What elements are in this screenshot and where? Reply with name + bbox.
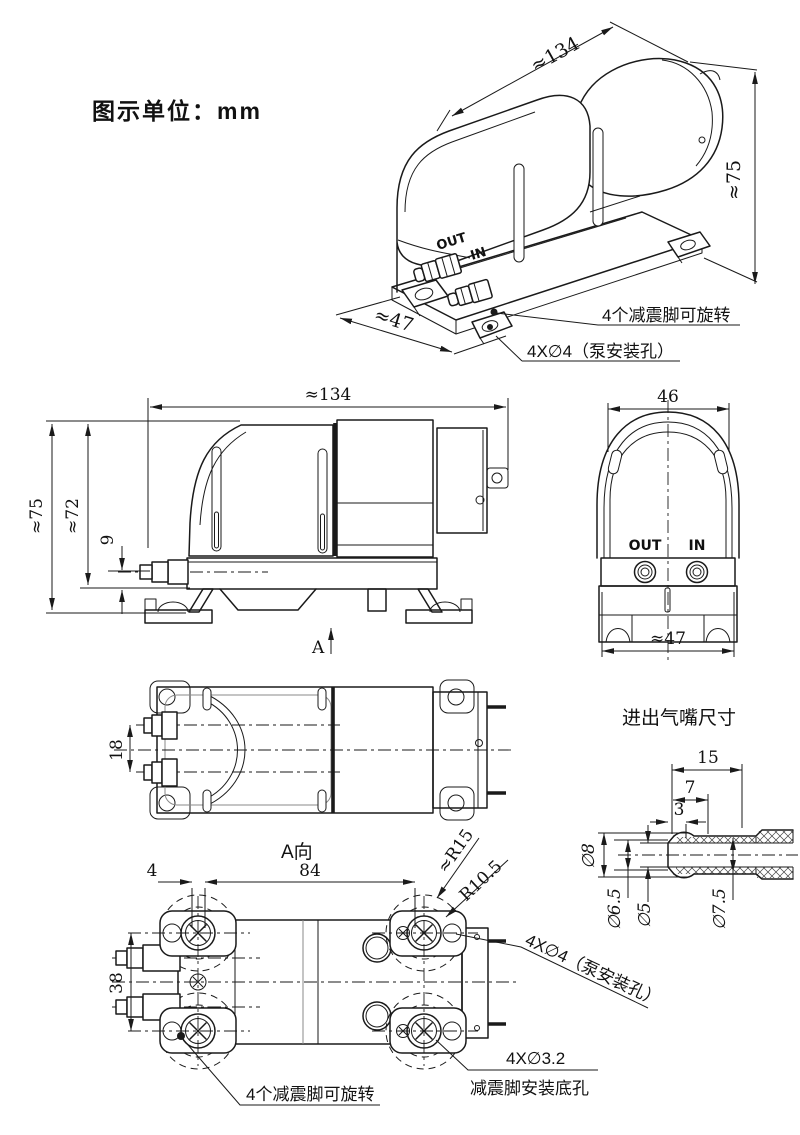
- svg-text:9: 9: [98, 535, 118, 546]
- iso-note-mount-holes: 4X∅4（泵安装孔）: [495, 335, 680, 362]
- side-feet: [144, 588, 473, 624]
- leader-anchor-dot: [490, 308, 498, 316]
- front-out-label: OUT: [629, 538, 662, 554]
- side-dim-height-total: ≈75: [27, 420, 240, 614]
- iso-dim-height: ≈75: [689, 61, 758, 284]
- svg-text:4: 4: [147, 861, 158, 881]
- nozzle-detail: 进出气嘴尺寸 15 7: [579, 707, 798, 930]
- svg-text:≈75: ≈75: [723, 160, 745, 200]
- nozzle-dia-outer: ∅8: [579, 832, 688, 878]
- svg-text:∅7.5: ∅7.5: [710, 888, 730, 930]
- side-body: [186, 419, 509, 590]
- nozzle-dim-mid: 7: [673, 778, 709, 834]
- side-section-mark: A: [311, 628, 334, 658]
- nozzle-dia-base: ∅7.5: [710, 838, 736, 930]
- svg-text:3: 3: [674, 800, 685, 820]
- svg-text:∅8: ∅8: [579, 843, 599, 869]
- nozzle-dia-bore: ∅5: [635, 825, 668, 928]
- svg-text:4个减震脚可旋转: 4个减震脚可旋转: [246, 1085, 374, 1104]
- front-view: OUT IN 46: [596, 387, 740, 662]
- svg-text:≈47: ≈47: [650, 629, 686, 649]
- top-dim-port-spacing: 18: [107, 725, 133, 772]
- svg-text:4X∅3.2: 4X∅3.2: [506, 1049, 565, 1068]
- side-nozzle: [118, 559, 268, 585]
- svg-text:38: 38: [107, 972, 127, 994]
- front-dim-bottom: ≈47: [601, 592, 735, 657]
- svg-text:∅5: ∅5: [635, 902, 655, 928]
- svg-text:∅6.5: ∅6.5: [605, 888, 625, 930]
- svg-text:A: A: [311, 638, 325, 658]
- side-dim-length: ≈134: [147, 385, 509, 548]
- out-port: [633, 560, 657, 584]
- svg-text:≈72: ≈72: [63, 498, 83, 534]
- front-dome: [596, 411, 740, 559]
- nozzle-detail-title: 进出气嘴尺寸: [622, 707, 736, 729]
- nozzle-dia-tip: ∅6.5: [605, 839, 668, 930]
- svg-text:4X∅4（泵安装孔）: 4X∅4（泵安装孔）: [522, 930, 663, 1009]
- nozzle-dim-length: 15: [671, 748, 743, 834]
- front-base: [598, 585, 738, 643]
- svg-text:84: 84: [299, 861, 321, 881]
- bottom-dim-hole-span: 84: [191, 861, 416, 928]
- screw-cross-icon: [189, 1022, 207, 1040]
- bottom-dim-width-span: 38: [107, 933, 134, 1031]
- top-nozzles: [136, 711, 340, 787]
- front-in-label: IN: [689, 538, 706, 554]
- svg-text:18: 18: [107, 739, 127, 761]
- svg-text:4X∅4（泵安装孔）: 4X∅4（泵安装孔）: [527, 342, 674, 361]
- bottom-note-feet: 4个减震脚可旋转: [181, 1037, 380, 1106]
- front-dim-top: 46: [607, 387, 730, 452]
- side-dim-height-body: ≈72: [63, 424, 190, 589]
- in-port: [685, 560, 709, 584]
- svg-text:≈134: ≈134: [527, 32, 583, 77]
- leader-anchor-dot: [177, 1032, 185, 1040]
- unit-label: 图示单位：mm: [92, 98, 262, 124]
- bottom-note-mount-holes: 4X∅4（泵安装孔）: [455, 930, 664, 1010]
- body-hole: [362, 933, 392, 963]
- svg-text:15: 15: [697, 748, 719, 768]
- body-hole: [362, 1001, 392, 1031]
- svg-text:7: 7: [685, 778, 696, 798]
- iso-nozzles: [413, 253, 493, 307]
- bottom-note-foot-holes: 4X∅3.2 减震脚安装底孔: [435, 1039, 598, 1098]
- nozzle-dim-tip: 3: [650, 800, 706, 838]
- iso-note-feet: 4个减震脚可旋转: [495, 306, 740, 326]
- svg-text:≈134: ≈134: [305, 385, 352, 405]
- svg-text:减震脚安装底孔: 减震脚安装底孔: [470, 1079, 589, 1098]
- bottom-view-title: A向: [281, 841, 313, 863]
- side-view: ≈134 ≈75 ≈72 9 A: [27, 385, 509, 658]
- side-dim-nozzle-height: 9: [98, 535, 150, 614]
- nozzle-profile: [667, 829, 794, 880]
- top-view: 18: [107, 679, 512, 821]
- bottom-dim-offset: 4: [147, 861, 192, 885]
- iso-in-label: IN: [469, 245, 488, 264]
- svg-text:≈75: ≈75: [27, 498, 47, 534]
- iso-view: OUT IN ≈134 ≈75 ≈47 4个减震脚可旋转: [335, 21, 758, 362]
- svg-text:R10.5: R10.5: [456, 856, 507, 905]
- iso-dome: [396, 94, 641, 293]
- svg-text:4个减震脚可旋转: 4个减震脚可旋转: [602, 306, 730, 325]
- svg-text:≈R15: ≈R15: [434, 826, 478, 877]
- svg-text:46: 46: [657, 387, 679, 407]
